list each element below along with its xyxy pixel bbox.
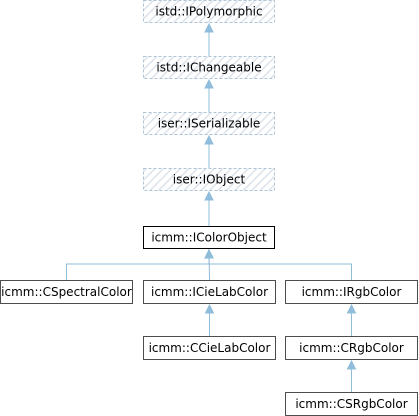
class-node-box [285,336,418,360]
edge-cspectralcolor-to-icolorobject [66,250,210,280]
class-node-box [143,280,276,304]
class-node-label: icmm::CSpectralColor [1,285,132,299]
class-node-label: icmm::CRgbColor [299,341,404,355]
class-node-label: iser::IObject [173,173,246,187]
edges-layer [66,24,352,392]
class-node-icielabcolor[interactable]: icmm::ICieLabColor [143,280,276,304]
class-node-iserializable[interactable]: iser::ISerializable [143,112,275,135]
class-node-box [0,280,133,304]
class-node-box [143,0,275,23]
class-node-label: icmm::ICieLabColor [151,285,268,299]
class-node-box [143,168,275,191]
class-node-label: istd::IPolymorphic [155,5,262,19]
class-node-box [143,112,275,135]
class-node-ipolymorphic[interactable]: istd::IPolymorphic [143,0,275,23]
class-node-label: icmm::CSRgbColor [295,397,407,411]
class-node-label: icmm::CCieLabColor [149,341,271,355]
class-node-label: istd::IChangeable [156,61,261,75]
class-node-irgbcolor[interactable]: icmm::IRgbColor [285,280,418,304]
class-node-cspectralcolor[interactable]: icmm::CSpectralColor [0,280,133,304]
class-node-icolorobject[interactable]: icmm::IColorObject [143,226,275,249]
edge-irgbcolor-to-icolorobject [209,250,352,280]
class-node-box [143,336,276,360]
class-node-box [285,280,418,304]
class-node-label: icmm::IRgbColor [302,285,402,299]
class-node-iobject[interactable]: iser::IObject [143,168,275,191]
class-node-ccielabcolor[interactable]: icmm::CCieLabColor [143,336,276,360]
class-node-crgbcolor[interactable]: icmm::CRgbColor [285,336,418,360]
class-node-ichangeable[interactable]: istd::IChangeable [143,56,275,79]
class-node-label: iser::ISerializable [158,117,261,131]
class-node-box [143,56,275,79]
class-node-csrgbcolor[interactable]: icmm::CSRgbColor [285,392,418,416]
class-node-label: icmm::IColorObject [151,231,267,245]
class-node-box [143,226,275,249]
